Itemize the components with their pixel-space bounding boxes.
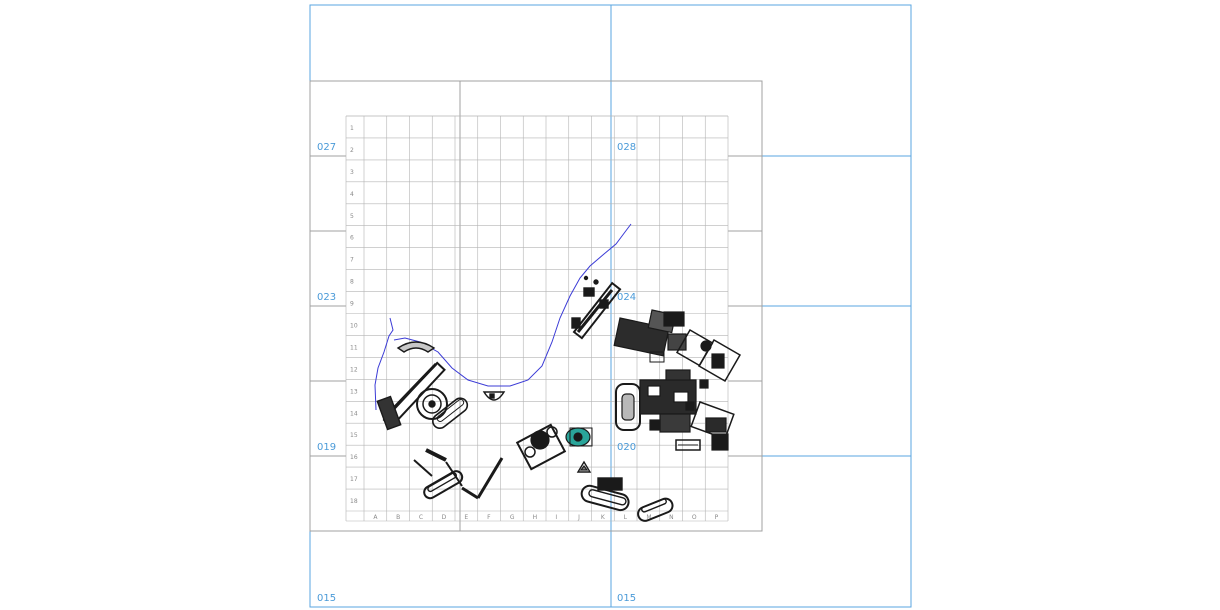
grid-row-label: 5: [350, 213, 354, 220]
grid-column-label: F: [487, 514, 491, 521]
sheet-label-020: 020: [617, 442, 636, 453]
sheet-label-028: 028: [617, 142, 636, 153]
grid-column-label: G: [510, 514, 515, 521]
grid-column-labels: A B C D E F G H I J K L M N O P: [373, 514, 718, 521]
grid-lines: [345, 115, 729, 522]
grid-column-label: C: [419, 514, 423, 521]
grid-row-label: 12: [350, 366, 358, 373]
grid-column-label: I: [555, 514, 557, 521]
grid-column-label: K: [601, 514, 606, 521]
grid-column-label: P: [715, 514, 719, 521]
grid-column-label: J: [577, 514, 580, 521]
equipment-cluster-south: [580, 477, 674, 522]
sheet-label-023: 023: [317, 292, 336, 303]
drawing-frame: [309, 80, 763, 532]
grid-row-label: 2: [350, 147, 354, 154]
grid-row-label: 17: [350, 476, 358, 483]
grid-row-label: 14: [350, 410, 358, 417]
grid-column-label: N: [669, 514, 674, 521]
sheet-labels: 027 028 023 024 019 020 015 015: [317, 142, 636, 604]
grid-row-label: 8: [350, 279, 354, 286]
grid-row-label: 16: [350, 454, 358, 461]
grid-row-label: 4: [350, 191, 354, 198]
grid-row-label: 1: [350, 125, 354, 132]
sheet-label-027: 027: [317, 142, 336, 153]
grid-column-label: D: [442, 514, 447, 521]
grid-row-label: 3: [350, 169, 354, 176]
sheet-label-024: 024: [617, 292, 636, 303]
sheet-label-019: 019: [317, 442, 336, 453]
equipment-cluster-east: [613, 309, 742, 451]
grid-column-label: E: [464, 514, 468, 521]
equipment-cluster-south-west: [413, 448, 504, 500]
boundary-curve: [374, 223, 632, 411]
grid-row-label: 18: [350, 498, 358, 505]
grid-row-label: 11: [350, 344, 358, 351]
grid-row-label: 10: [350, 322, 358, 329]
grid-column-label: A: [373, 514, 378, 521]
grid-row-label: 7: [350, 257, 354, 264]
grid-row-label: 15: [350, 432, 358, 439]
sheet-label-015-left: 015: [317, 593, 336, 604]
grid-column-label: B: [396, 514, 400, 521]
grid-column-label: O: [692, 514, 697, 521]
grid-column-label: H: [533, 514, 538, 521]
equipment-cluster-north-center: [571, 275, 622, 340]
equipment-cluster-center: [515, 423, 593, 473]
grid-row-label: 6: [350, 235, 354, 242]
equipment-cluster-west: [376, 341, 506, 431]
grid-column-label: M: [646, 514, 651, 521]
grid-row-label: 9: [350, 301, 354, 308]
grid-row-label: 13: [350, 388, 358, 395]
grid-column-label: L: [624, 514, 628, 521]
sheet-label-015-right: 015: [617, 593, 636, 604]
